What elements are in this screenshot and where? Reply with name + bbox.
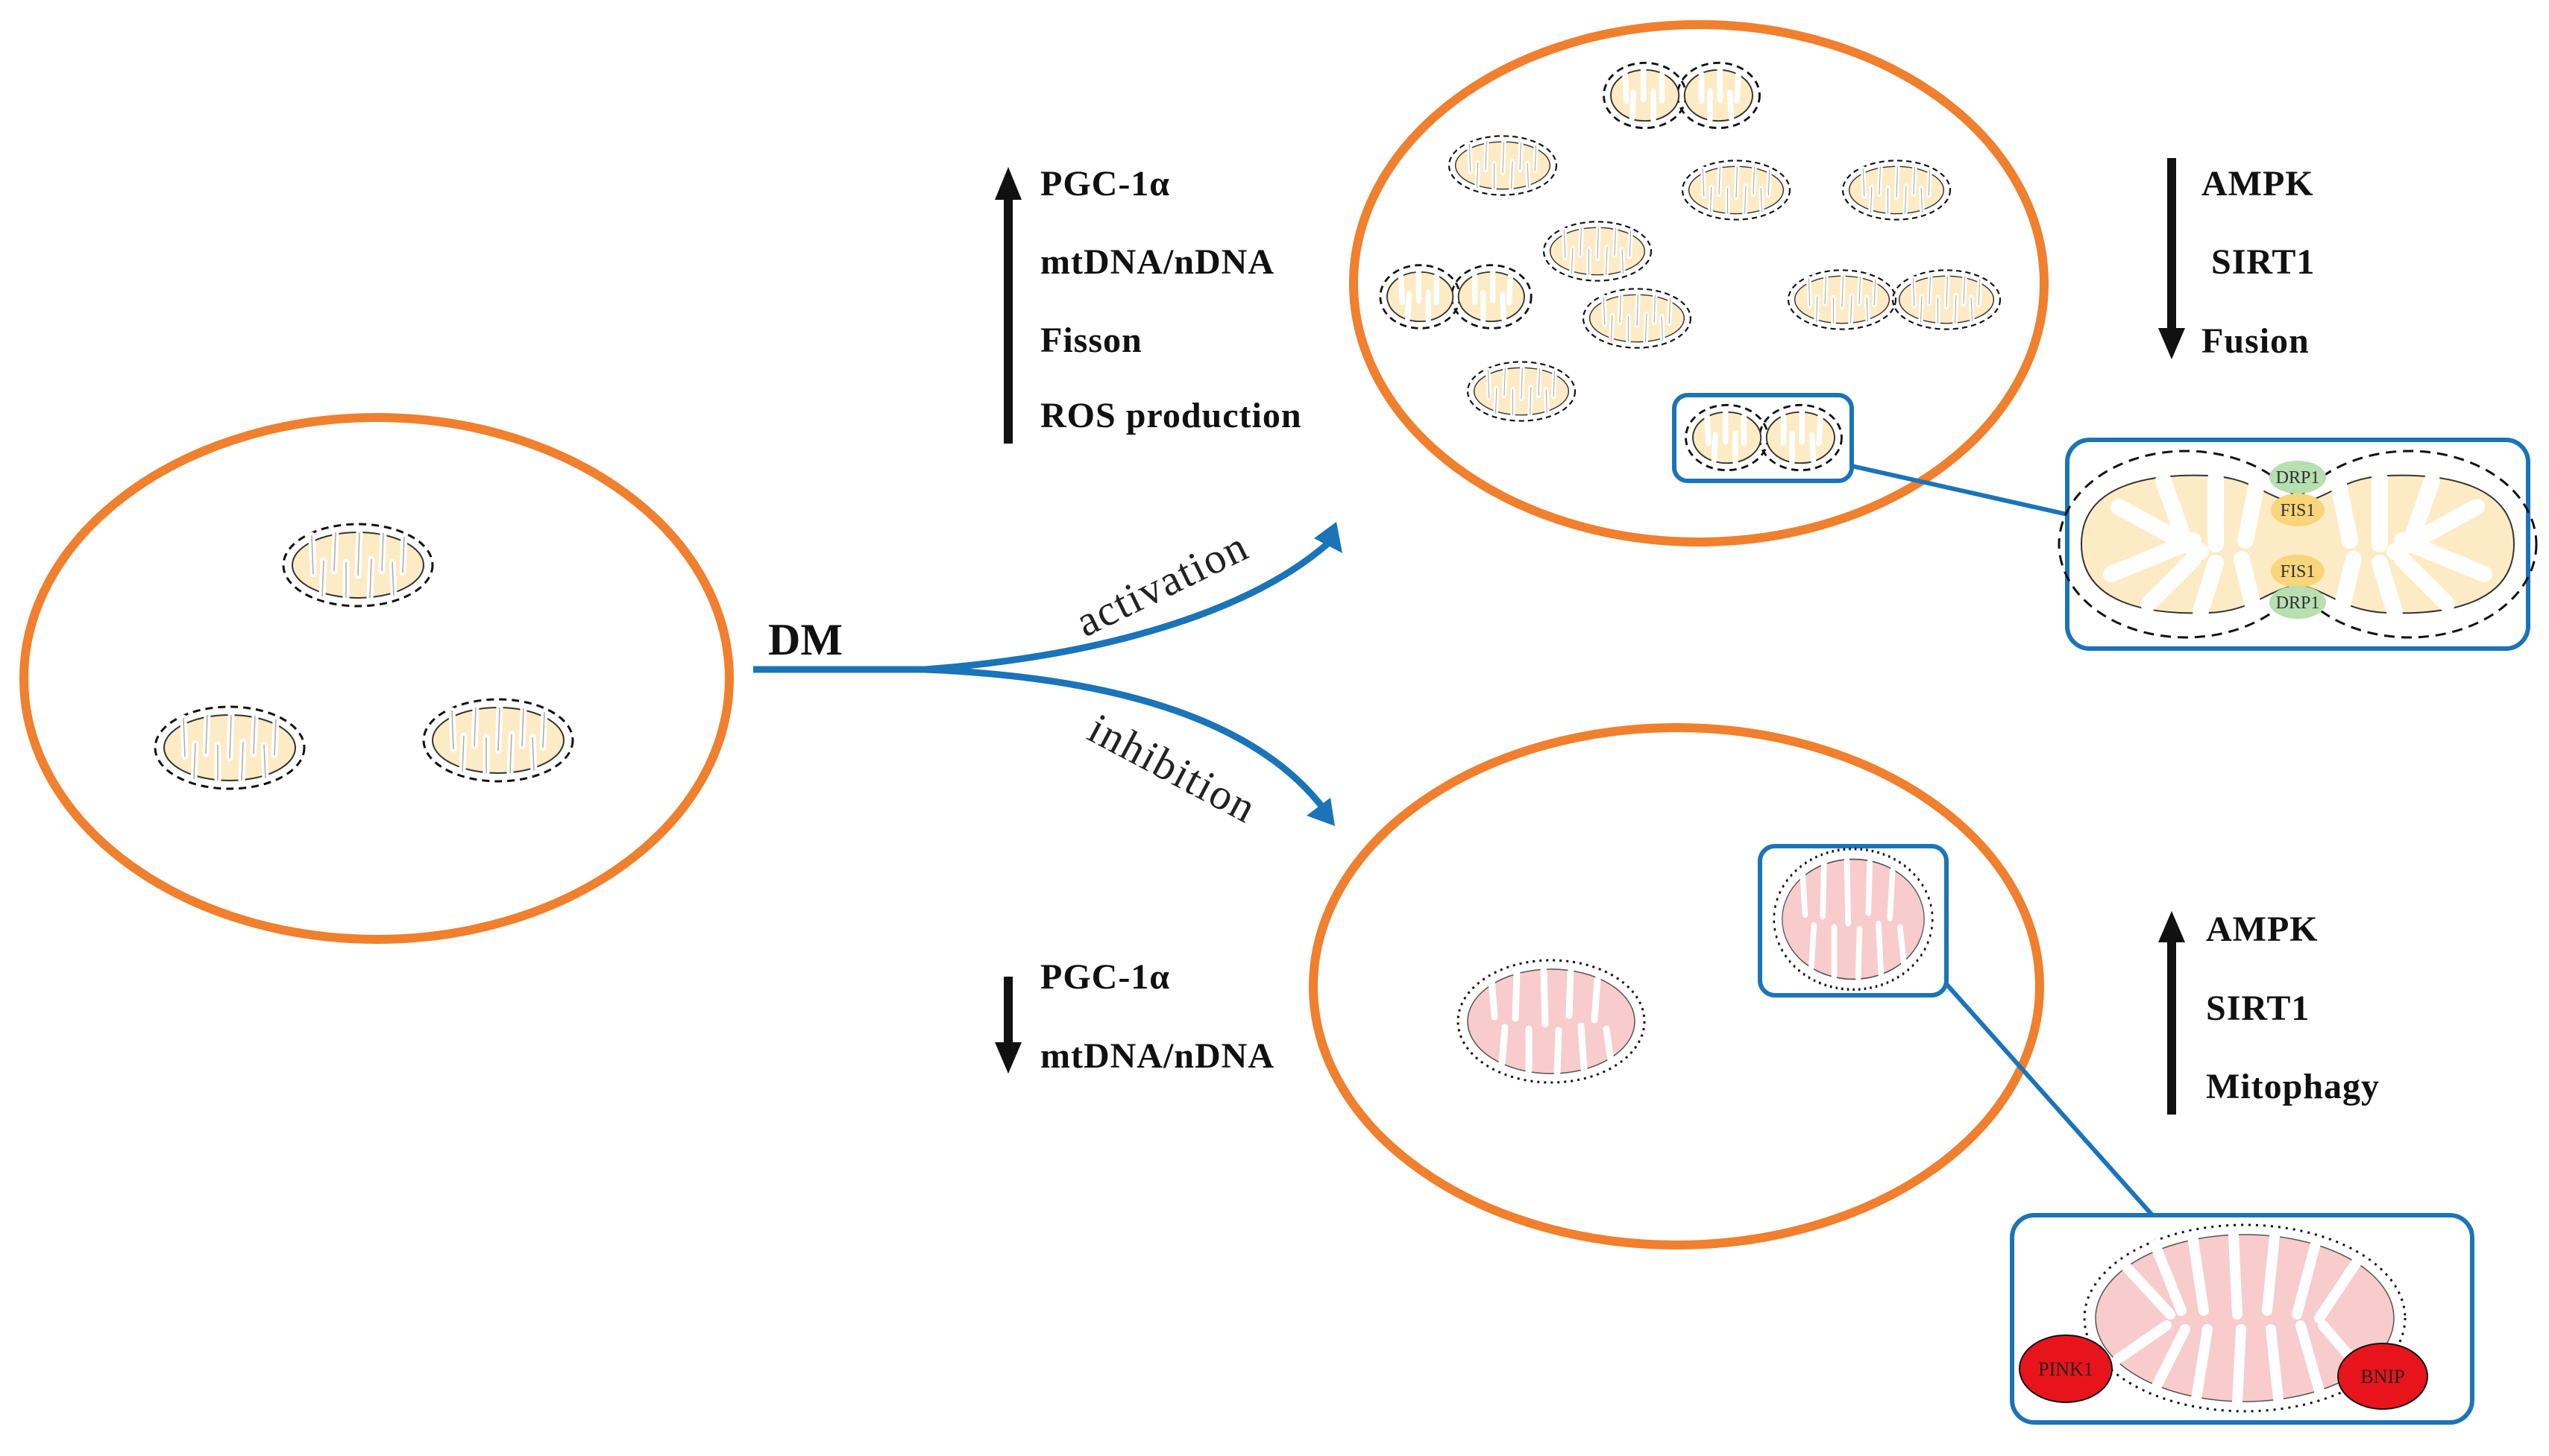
up-right-label-2: SIRT1 bbox=[2206, 989, 2310, 1028]
down-left-label-1: PGC-1α bbox=[1040, 957, 1170, 997]
drp1-bottom-label: DRP1 bbox=[2276, 593, 2320, 613]
down-right-label-1: AMPK bbox=[2201, 164, 2314, 204]
mitochondrion-icon bbox=[1774, 849, 1933, 990]
mitochondrion-icon bbox=[1458, 960, 1644, 1082]
drp1-protein-bottom bbox=[2269, 586, 2326, 619]
drp1-top-label: DRP1 bbox=[2276, 468, 2320, 488]
cell-normal bbox=[19, 413, 734, 944]
dm-label: DM bbox=[768, 615, 843, 664]
inhibition-label: inhibition bbox=[1081, 704, 1265, 833]
cell-inhibited bbox=[1309, 723, 2044, 1249]
mitochondrion-icon bbox=[1449, 136, 1556, 195]
fis1-bottom-label: FIS1 bbox=[2281, 562, 2316, 582]
down-right-label-2: SIRT1 bbox=[2211, 242, 2315, 282]
mitochondrion-icon bbox=[283, 524, 433, 606]
up-left-label-4: ROS production bbox=[1040, 396, 1302, 435]
drp1-protein-top bbox=[2269, 461, 2326, 494]
dividing-mitochondrion-large bbox=[2058, 450, 2538, 639]
mitophagy-highlight-box bbox=[1758, 844, 1949, 998]
inhibition-arrowhead bbox=[1307, 798, 1335, 826]
mitochondrion-icon bbox=[1893, 270, 2000, 329]
down-arrow-head bbox=[995, 1042, 1022, 1074]
down-left-label-2: mtDNA/nDNA bbox=[1040, 1036, 1274, 1076]
pink1-protein bbox=[2019, 1334, 2113, 1403]
mitochondrion-icon bbox=[1604, 63, 1760, 127]
mitochondrion-icon bbox=[1682, 160, 1790, 219]
up-arrow-head bbox=[2158, 911, 2185, 942]
activation-arrowhead bbox=[1314, 522, 1342, 553]
mitochondrion-icon bbox=[1468, 362, 1575, 420]
fis1-protein-bottom bbox=[2271, 555, 2325, 587]
mitochondrion-icon bbox=[1686, 405, 1842, 470]
down-arrow-head bbox=[2158, 328, 2185, 359]
cell-activated bbox=[1349, 20, 2049, 546]
up-left-label-1: PGC-1α bbox=[1040, 164, 1170, 204]
mitochondrion-icon bbox=[1788, 270, 1896, 329]
up-left-label-3: Fisson bbox=[1040, 321, 1143, 360]
mitochondrion-icon bbox=[155, 707, 304, 789]
activation-arrow bbox=[924, 538, 1334, 673]
up-left-label-2: mtDNA/nDNA bbox=[1040, 242, 1274, 282]
up-arrow-head bbox=[995, 167, 1022, 200]
bnip-label: BNIP bbox=[2360, 1366, 2404, 1387]
mitochondrion-icon bbox=[1583, 289, 1691, 347]
down-right-label-3: Fusion bbox=[2201, 321, 2310, 361]
bnip-protein bbox=[2337, 1343, 2428, 1410]
mitochondrion-icon bbox=[424, 699, 573, 781]
fission-highlight-box bbox=[1672, 393, 1854, 483]
damaged-mitochondrion-large bbox=[2083, 1223, 2407, 1413]
fis1-top-label: FIS1 bbox=[2281, 501, 2316, 520]
inhibition-arrow bbox=[924, 666, 1327, 811]
fission-connector bbox=[1851, 464, 2068, 517]
fis1-protein-top bbox=[2271, 494, 2325, 526]
mitochondrion-icon bbox=[1544, 221, 1651, 280]
up-right-label-3: Mitophagy bbox=[2206, 1067, 2380, 1106]
up-right-label-1: AMPK bbox=[2206, 910, 2319, 949]
mitochondrion-icon bbox=[1380, 265, 1531, 329]
pink1-label: PINK1 bbox=[2038, 1358, 2093, 1380]
mitophagy-connector bbox=[1944, 983, 2161, 1224]
mitochondrion-icon bbox=[1843, 160, 1950, 219]
